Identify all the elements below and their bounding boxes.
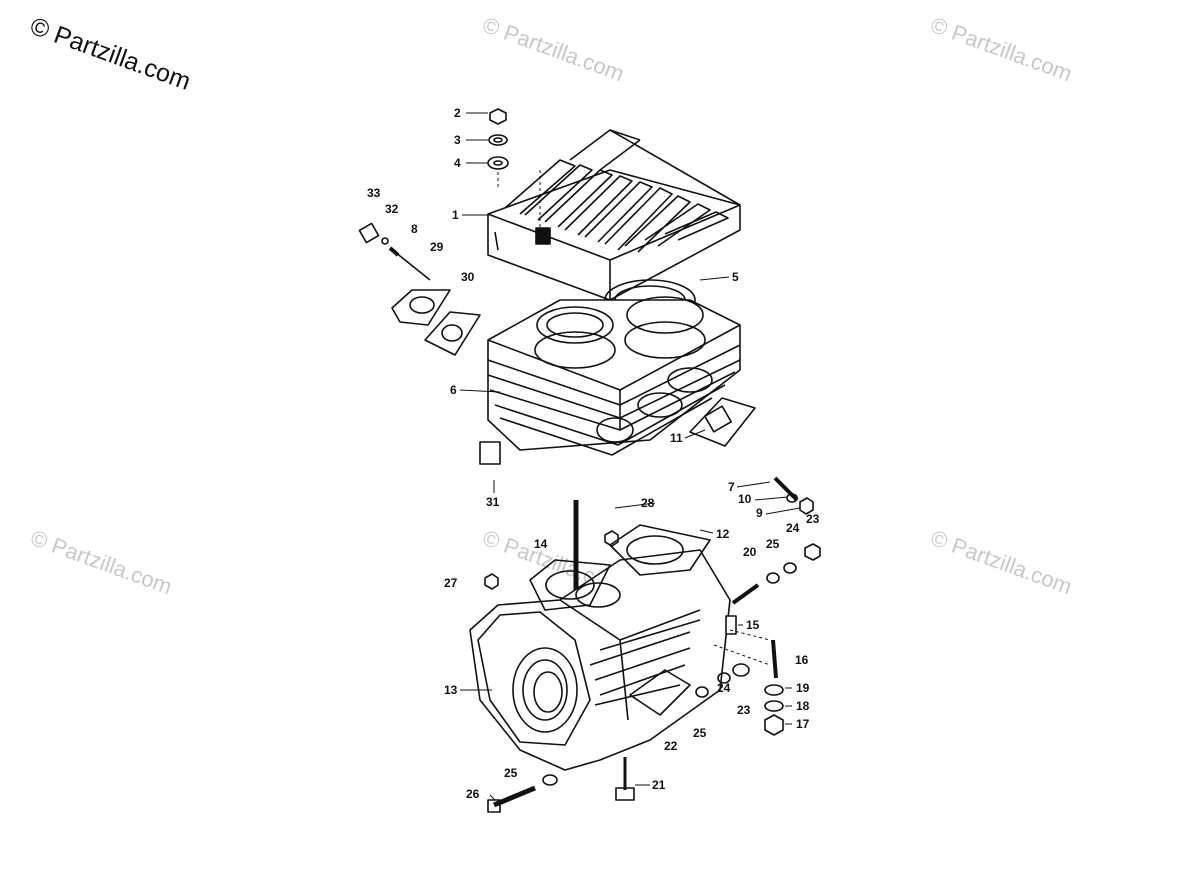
callout-31: 31 — [486, 495, 500, 509]
callout-8: 8 — [411, 222, 418, 236]
callout-24b: 24 — [717, 681, 731, 695]
callout-23a: 23 — [806, 512, 820, 526]
bottom-bolt — [493, 785, 536, 808]
callout-22: 22 — [664, 739, 678, 753]
callout-25c: 25 — [504, 766, 518, 780]
stud — [394, 251, 431, 281]
callout-3: 3 — [454, 133, 461, 147]
callout-4: 4 — [454, 156, 461, 170]
cap — [479, 441, 501, 465]
callout-19: 19 — [796, 681, 810, 695]
callout-12: 12 — [716, 527, 730, 541]
callout-20: 20 — [743, 545, 757, 559]
callout-1: 1 — [452, 208, 459, 222]
callout-7: 7 — [728, 480, 735, 494]
callout-labels: 1 2 3 4 5 6 7 8 9 10 11 12 13 14 15 16 1… — [367, 106, 820, 801]
callout-28: 28 — [641, 496, 655, 510]
cylinder-block — [487, 296, 741, 456]
callout-9: 9 — [756, 506, 763, 520]
callout-33: 33 — [367, 186, 381, 200]
callout-6: 6 — [450, 383, 457, 397]
callout-29: 29 — [430, 240, 444, 254]
callout-25a: 25 — [766, 537, 780, 551]
callout-25b: 25 — [693, 726, 707, 740]
callout-2: 2 — [454, 106, 461, 120]
crankcase — [469, 524, 731, 771]
exhaust-gasket — [689, 397, 756, 447]
callout-10: 10 — [738, 492, 752, 506]
callout-14: 14 — [534, 537, 548, 551]
callout-17: 17 — [796, 717, 810, 731]
callout-15: 15 — [746, 618, 760, 632]
callout-13: 13 — [444, 683, 458, 697]
callout-32: 32 — [385, 202, 399, 216]
cylinder-head — [487, 129, 741, 301]
callout-24a: 24 — [786, 521, 800, 535]
callout-30: 30 — [461, 270, 475, 284]
callout-26: 26 — [466, 787, 480, 801]
callout-16: 16 — [795, 653, 809, 667]
callout-11: 11 — [670, 431, 683, 445]
bolt — [773, 476, 799, 502]
callout-18: 18 — [796, 699, 810, 713]
intake-gasket-2 — [424, 311, 481, 356]
callout-23b: 23 — [737, 703, 751, 717]
callout-27: 27 — [444, 576, 458, 590]
callout-5: 5 — [732, 270, 739, 284]
callout-21: 21 — [652, 778, 666, 792]
intake-gasket — [391, 289, 451, 326]
